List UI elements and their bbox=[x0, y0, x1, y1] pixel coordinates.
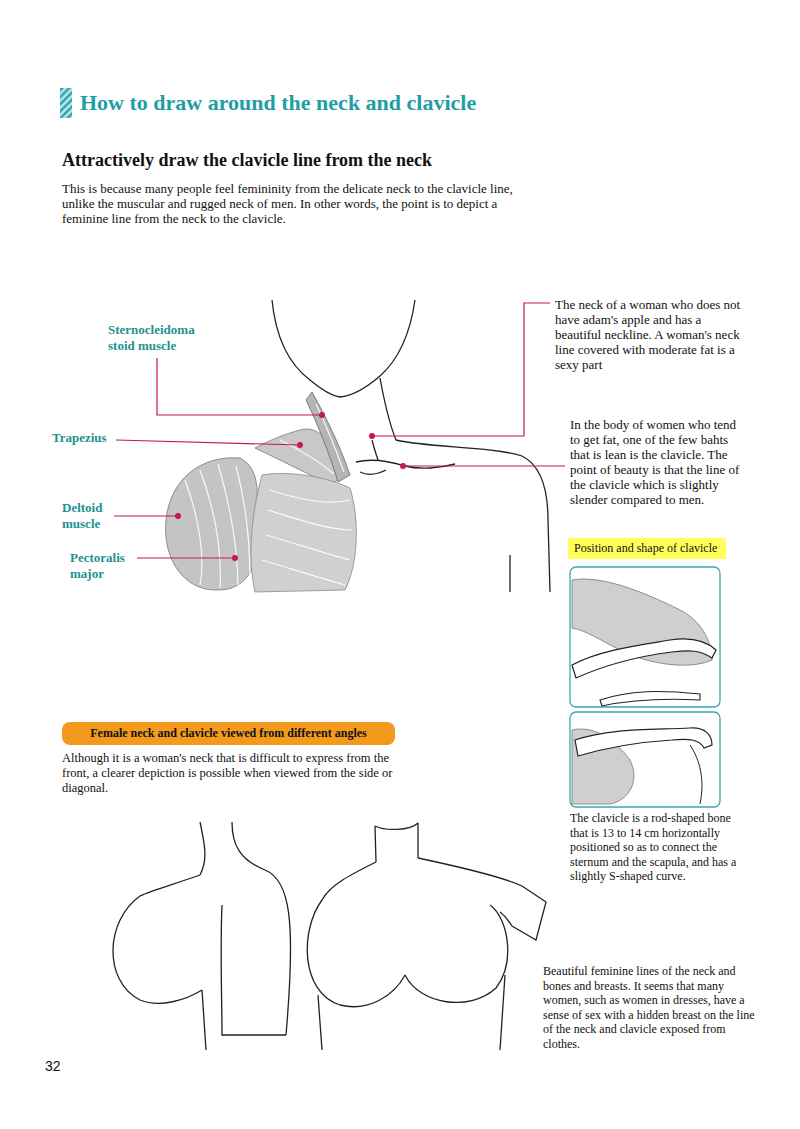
torso-figure bbox=[113, 822, 291, 1050]
leader-dots bbox=[175, 412, 406, 561]
drawing-part bbox=[418, 858, 546, 940]
drawing-part bbox=[236, 466, 250, 580]
drawing-part bbox=[266, 535, 350, 560]
part-label: Sternocleidoma stoid muscle bbox=[108, 322, 220, 354]
drawing-part bbox=[232, 555, 238, 561]
drawing-part bbox=[322, 862, 376, 900]
drawing-part bbox=[297, 442, 303, 448]
drawing-part bbox=[400, 463, 406, 469]
leader-lines bbox=[114, 303, 565, 558]
drawing-part bbox=[405, 905, 508, 1002]
drawing-part bbox=[116, 440, 300, 445]
callout-note: In the body of women who tend to get fat… bbox=[570, 417, 740, 507]
muscle-group bbox=[166, 392, 357, 592]
drawing-part bbox=[403, 465, 565, 466]
drawing-part bbox=[307, 900, 405, 1007]
drawing-part bbox=[360, 470, 386, 474]
drawing-part bbox=[356, 460, 455, 468]
band-text: Female neck and clavicle viewed from dif… bbox=[68, 726, 389, 741]
section-band: Female neck and clavicle viewed from dif… bbox=[62, 722, 395, 745]
drawing-part bbox=[251, 473, 356, 592]
caption-note: The clavicle is a rod-shaped bone that i… bbox=[570, 811, 748, 884]
body-paragraph: This is because many people feel feminin… bbox=[62, 181, 537, 226]
illustration-frame bbox=[570, 712, 720, 807]
drawing-part bbox=[265, 870, 291, 1035]
drawing-part bbox=[202, 990, 206, 1050]
illustration-frame bbox=[570, 567, 720, 707]
drawing-part bbox=[319, 412, 325, 418]
drawing-part bbox=[157, 358, 322, 415]
drawing-part bbox=[185, 404, 352, 588]
drawing-part bbox=[114, 515, 178, 516]
body-paragraph: Although it is a woman's neck that is di… bbox=[62, 751, 402, 796]
torso-figure bbox=[307, 823, 546, 1050]
drawing-part bbox=[318, 995, 322, 1050]
drawing-part bbox=[200, 470, 220, 588]
page-number: 32 bbox=[45, 1058, 61, 1075]
section-title: How to draw around the neck and clavicle bbox=[80, 88, 640, 118]
drawing-part bbox=[113, 875, 202, 1003]
drawing-part bbox=[268, 510, 352, 530]
part-label: Pectoralis major bbox=[70, 550, 136, 582]
drawing-part bbox=[232, 822, 265, 870]
drawing-part bbox=[137, 557, 235, 558]
drawing-part bbox=[500, 975, 505, 1050]
drawing-part bbox=[316, 404, 344, 472]
drawing-part bbox=[509, 555, 510, 592]
drawing-part bbox=[270, 490, 350, 502]
drawing-part bbox=[369, 433, 375, 439]
highlight-band: Position and shape of clavicle bbox=[568, 538, 726, 559]
drawing-part bbox=[372, 440, 378, 460]
title-marker bbox=[60, 88, 72, 118]
drawing-part bbox=[417, 823, 418, 858]
drawing-part bbox=[221, 905, 286, 1035]
drawing-part bbox=[372, 303, 550, 436]
clavicle-illustration bbox=[572, 579, 716, 804]
drawing-part bbox=[575, 728, 712, 756]
caption-note: Beautiful feminine lines of the neck and… bbox=[543, 964, 755, 1051]
drawing-part bbox=[175, 513, 181, 519]
drawing-part bbox=[572, 639, 716, 678]
drawing-part bbox=[375, 823, 418, 829]
drawing-part bbox=[262, 560, 345, 585]
part-label: Trapezius bbox=[52, 430, 122, 446]
drawing-part bbox=[185, 480, 202, 585]
drawing-part bbox=[200, 822, 205, 875]
callout-note: The neck of a woman who does not have ad… bbox=[555, 297, 750, 372]
part-label: Deltoid muscle bbox=[62, 500, 114, 532]
subheading: Attractively draw the clavicle line from… bbox=[62, 150, 622, 171]
drawing-part bbox=[690, 745, 702, 804]
drawing-part bbox=[272, 300, 415, 397]
drawing-part bbox=[600, 692, 700, 706]
drawing-part bbox=[218, 464, 238, 588]
drawing-part bbox=[375, 826, 376, 862]
band-text: Position and shape of clavicle bbox=[574, 541, 720, 556]
drawing-part bbox=[166, 458, 259, 590]
